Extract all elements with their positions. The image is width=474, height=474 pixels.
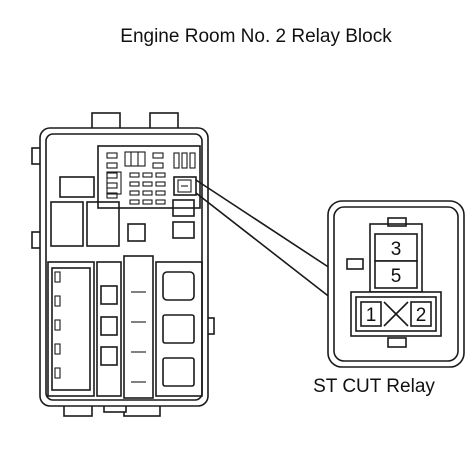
middle-fuses — [100, 285, 118, 366]
st-cut-relay-connector: 3 5 1 2 — [327, 200, 465, 368]
mini-fuse-column-mid — [152, 152, 164, 169]
blank-pin-cross — [383, 301, 409, 327]
pin-number-2: 2 — [416, 305, 427, 326]
connector-side-tab — [346, 258, 364, 270]
relay-block — [31, 112, 215, 417]
diagram-title: Engine Room No. 2 Relay Block — [120, 26, 392, 47]
right-relay-column — [155, 261, 203, 397]
component-large-left — [50, 201, 84, 247]
pin-number-5: 5 — [391, 266, 402, 287]
connector-bottom-tab — [387, 337, 407, 348]
center-terminal-strip — [123, 255, 154, 399]
pin-cell-3 — [374, 233, 418, 262]
center-terminals — [131, 291, 146, 383]
lower-fuse-column-outer — [47, 261, 95, 397]
component-large-mid — [86, 201, 120, 247]
right-relays — [162, 271, 195, 387]
pin-number-3: 3 — [391, 239, 402, 260]
lower-fuse-column-inner — [51, 267, 91, 391]
fuse-panel — [97, 145, 201, 209]
callout-leader-lines — [195, 179, 337, 303]
component-square-center — [127, 223, 146, 242]
mini-fuse-grid — [129, 172, 166, 205]
mini-relay-block — [124, 151, 146, 167]
pin-cell-5 — [374, 260, 418, 289]
mini-fuse-column-left — [106, 152, 118, 199]
pin-number-1: 1 — [366, 305, 377, 326]
lower-fuse-slots-left — [54, 271, 61, 379]
pin-cell-1 — [360, 301, 382, 327]
small-relay-outline — [106, 171, 122, 195]
middle-fuse-column — [96, 261, 122, 397]
connector-inner-frame — [333, 206, 459, 362]
vertical-fuse-row — [173, 152, 196, 169]
component-right-lower — [172, 221, 195, 239]
callout-label: ST CUT Relay — [313, 376, 435, 397]
connector-top-tab — [387, 217, 407, 227]
st-cut-relay-position — [173, 176, 197, 196]
component-right-upper — [172, 199, 195, 217]
component-small-left — [59, 176, 95, 198]
pin-cell-2 — [410, 301, 432, 327]
